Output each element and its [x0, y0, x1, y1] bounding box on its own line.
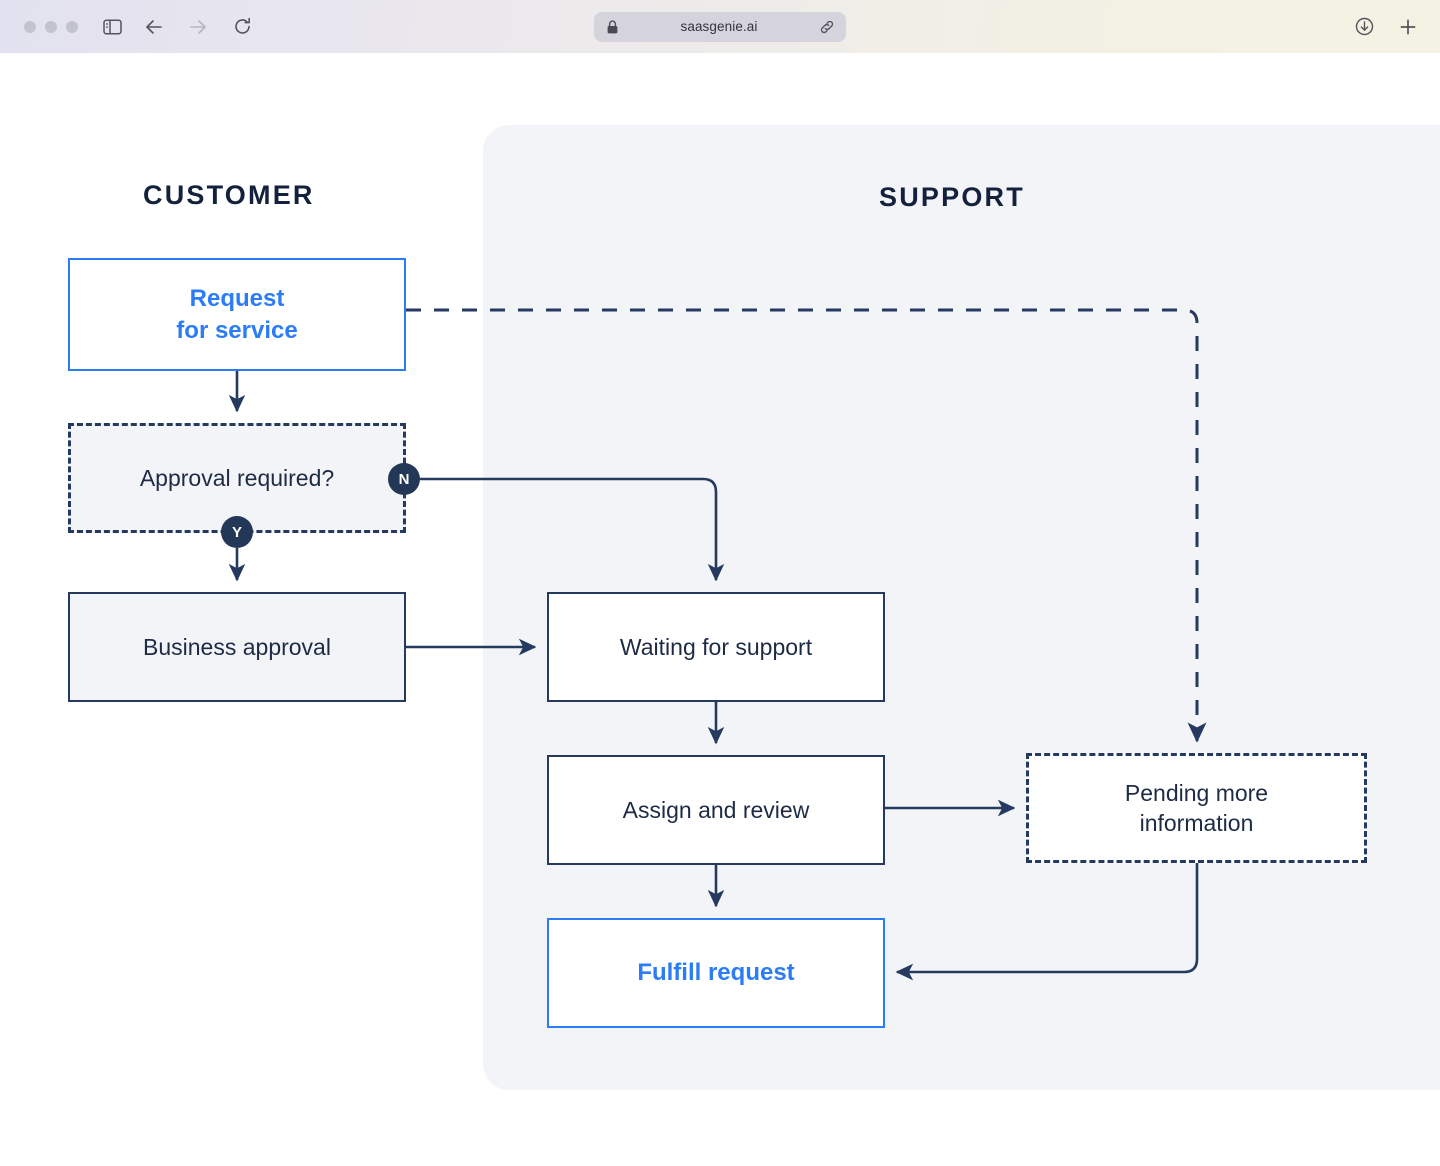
node-request-for-service[interactable]: Request for service — [68, 258, 406, 371]
node-request-label: Request for service — [176, 284, 298, 344]
node-pending-label: Pending more information — [1124, 779, 1269, 836]
maximize-window-button[interactable] — [66, 20, 78, 33]
toolbar-right-actions — [1350, 13, 1422, 41]
plus-icon[interactable] — [1394, 13, 1422, 41]
download-icon[interactable] — [1350, 13, 1378, 41]
lane-title-support: SUPPORT — [879, 182, 1025, 212]
address-bar[interactable]: saasgenie.ai — [594, 11, 846, 42]
node-business-approval[interactable]: Business approval — [68, 592, 406, 702]
branch-badge-no[interactable]: N — [388, 463, 420, 495]
back-arrow-icon[interactable] — [140, 13, 168, 41]
minimize-window-button[interactable] — [45, 20, 57, 33]
reload-icon[interactable] — [228, 13, 256, 41]
link-icon[interactable] — [818, 18, 836, 36]
lane-title-customer: CUSTOMER — [143, 180, 315, 210]
node-pending-more-information[interactable]: Pending more information — [1026, 753, 1367, 863]
page-content: CUSTOMER SUPPORT Request for ser — [0, 53, 1440, 1166]
node-approval-label: Approval required? — [139, 464, 335, 491]
node-assign-label: Assign and review — [622, 796, 810, 823]
close-window-button[interactable] — [24, 20, 36, 33]
window-controls[interactable] — [24, 20, 78, 33]
node-assign-and-review[interactable]: Assign and review — [547, 755, 885, 865]
url-text: saasgenie.ai — [680, 19, 758, 34]
sidebar-toggle-icon[interactable] — [98, 13, 126, 41]
forward-arrow-icon[interactable] — [184, 13, 212, 41]
navigation-buttons — [140, 13, 256, 41]
node-waiting-label: Waiting for support — [619, 633, 813, 660]
node-business-label: Business approval — [143, 633, 331, 660]
lock-icon — [604, 19, 620, 35]
node-fulfill-request[interactable]: Fulfill request — [547, 918, 885, 1028]
browser-toolbar: saasgenie.ai — [0, 0, 1440, 53]
branch-badge-yes[interactable]: Y — [221, 516, 253, 548]
node-waiting-for-support[interactable]: Waiting for support — [547, 592, 885, 702]
node-fulfill-label: Fulfill request — [637, 959, 795, 987]
